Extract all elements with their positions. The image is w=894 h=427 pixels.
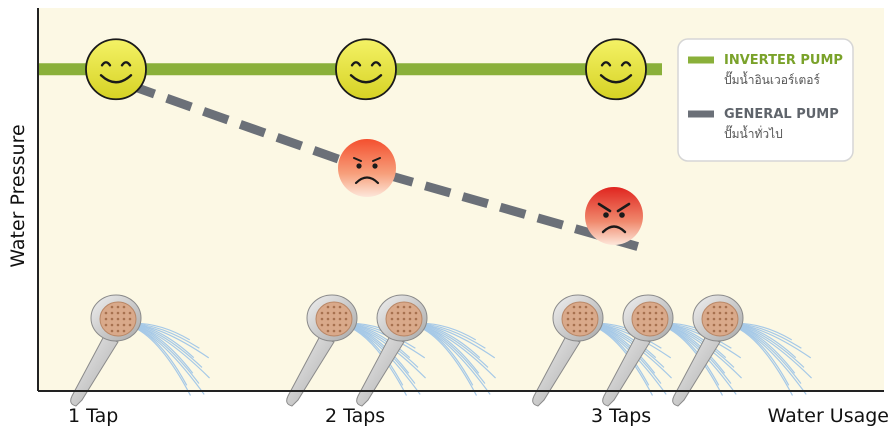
shower-head-icon <box>532 294 672 407</box>
face-markers <box>85 38 647 245</box>
legend: INVERTER PUMP ปั๊มน้ำอินเวอร์เตอร์ GENERAL… <box>677 38 854 162</box>
legend-label: GENERAL PUMP <box>724 107 839 122</box>
shower-head-icon <box>672 294 812 407</box>
angry-face-icon <box>585 187 643 245</box>
tap-group <box>70 294 210 407</box>
shower-head-icon <box>70 294 210 407</box>
legend-item-general: GENERAL PUMP ปั๊มน้ำทั่วไป <box>688 107 839 141</box>
x-tick-label: 3 Taps <box>591 405 651 427</box>
x-axis-label: Water Usage <box>768 405 889 427</box>
x-tick-labels: 1 Tap 2 Taps 3 Taps <box>68 405 651 427</box>
legend-label: INVERTER PUMP <box>724 53 843 68</box>
legend-label-thai: ปั๊มน้ำอินเวอร์เตอร์ <box>724 71 820 87</box>
tap-group <box>532 294 812 407</box>
frown-face-icon <box>338 139 396 197</box>
legend-label-thai: ปั๊มน้ำทั่วไป <box>724 125 783 141</box>
shower-head-icon <box>356 294 496 407</box>
smiley-face-icon <box>335 38 397 101</box>
x-tick-label: 1 Tap <box>68 405 118 427</box>
shower-head-icon <box>602 294 742 407</box>
shower-head-icon <box>286 294 426 407</box>
legend-item-inverter: INVERTER PUMP ปั๊มน้ำอินเวอร์เตอร์ <box>688 53 843 87</box>
y-axis-label: Water Pressure <box>7 124 29 267</box>
legend-box <box>677 38 854 162</box>
axes <box>37 8 884 392</box>
shower-icons <box>70 294 812 407</box>
tap-group <box>286 294 496 407</box>
smiley-face-icon <box>85 38 147 101</box>
x-tick-label: 2 Taps <box>325 405 385 427</box>
smiley-face-icon <box>585 38 647 101</box>
